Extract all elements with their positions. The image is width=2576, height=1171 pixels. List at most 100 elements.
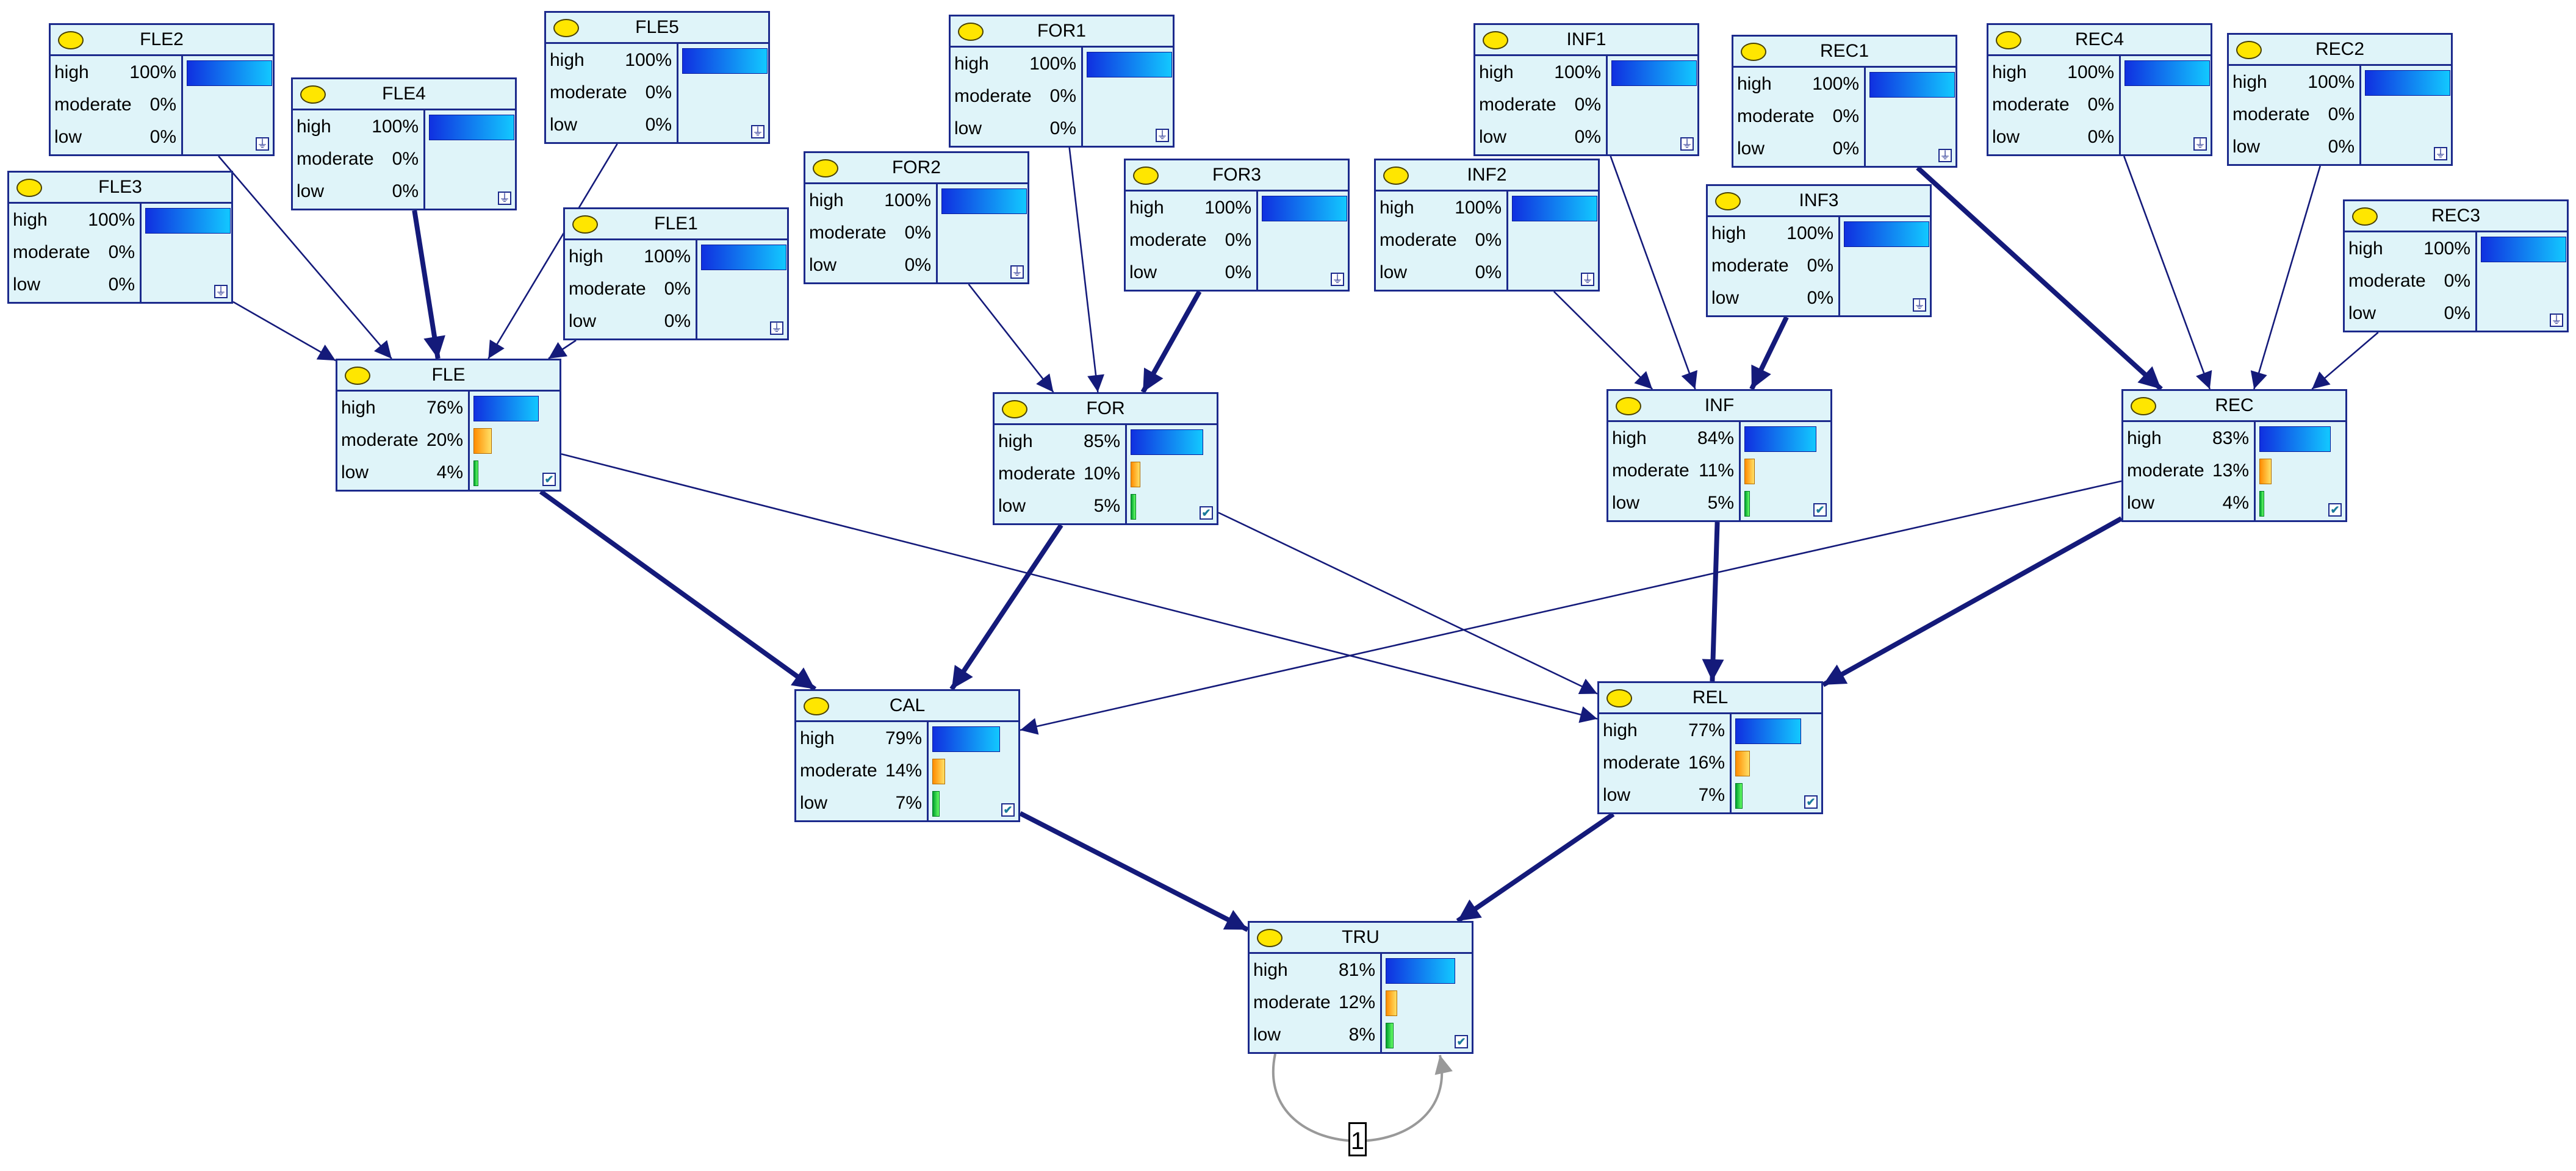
- ground-icon[interactable]: ⏚: [2434, 147, 2447, 160]
- checkmark-icon[interactable]: ✔: [1200, 506, 1213, 520]
- ground-icon[interactable]: ⏚: [1938, 149, 1952, 162]
- ground-icon[interactable]: ⏚: [1913, 298, 1926, 312]
- ground-icon[interactable]: ⏚: [256, 137, 269, 151]
- edge-rec2-rec[interactable]: [2250, 165, 2321, 390]
- edge-fle4-fle[interactable]: [412, 210, 445, 359]
- edge-inf-rel[interactable]: [1702, 521, 1724, 682]
- checkmark-icon[interactable]: ✔: [1813, 503, 1827, 517]
- ground-icon[interactable]: ⏚: [1156, 129, 1169, 142]
- checkmark-icon[interactable]: ✔: [1001, 803, 1015, 817]
- ground-icon[interactable]: ⏚: [498, 192, 511, 205]
- ground-icon[interactable]: ⏚: [770, 321, 783, 335]
- edge-fle-cal[interactable]: [539, 489, 817, 692]
- edge-fle1-fle[interactable]: [548, 339, 577, 360]
- ground-icon[interactable]: ⏚: [1581, 273, 1594, 286]
- edge-fle5-fle[interactable]: [487, 143, 618, 359]
- edge-inf2-inf[interactable]: [1553, 291, 1653, 390]
- edge-rec-rel[interactable]: [1822, 516, 2123, 687]
- ground-icon[interactable]: ⏚: [214, 285, 228, 298]
- edge-rec3-rec[interactable]: [2311, 332, 2379, 390]
- edge-fle-rel[interactable]: [561, 453, 1598, 723]
- edge-for3-for[interactable]: [1140, 290, 1202, 393]
- edge-for1-for[interactable]: [1068, 147, 1104, 393]
- ground-icon[interactable]: ⏚: [2193, 137, 2207, 151]
- ground-icon[interactable]: ⏚: [2550, 313, 2563, 327]
- ground-icon[interactable]: ⏚: [1331, 273, 1344, 286]
- ground-icon[interactable]: ⏚: [1010, 265, 1024, 279]
- checkmark-icon[interactable]: ✔: [1455, 1035, 1468, 1048]
- edge-fle3-fle[interactable]: [232, 301, 336, 362]
- edge-rec-cal[interactable]: [1020, 480, 2122, 735]
- edge-inf3-inf[interactable]: [1749, 316, 1789, 390]
- edge-cal-tru[interactable]: [1019, 811, 1249, 932]
- checkmark-icon[interactable]: ✔: [2328, 503, 2342, 517]
